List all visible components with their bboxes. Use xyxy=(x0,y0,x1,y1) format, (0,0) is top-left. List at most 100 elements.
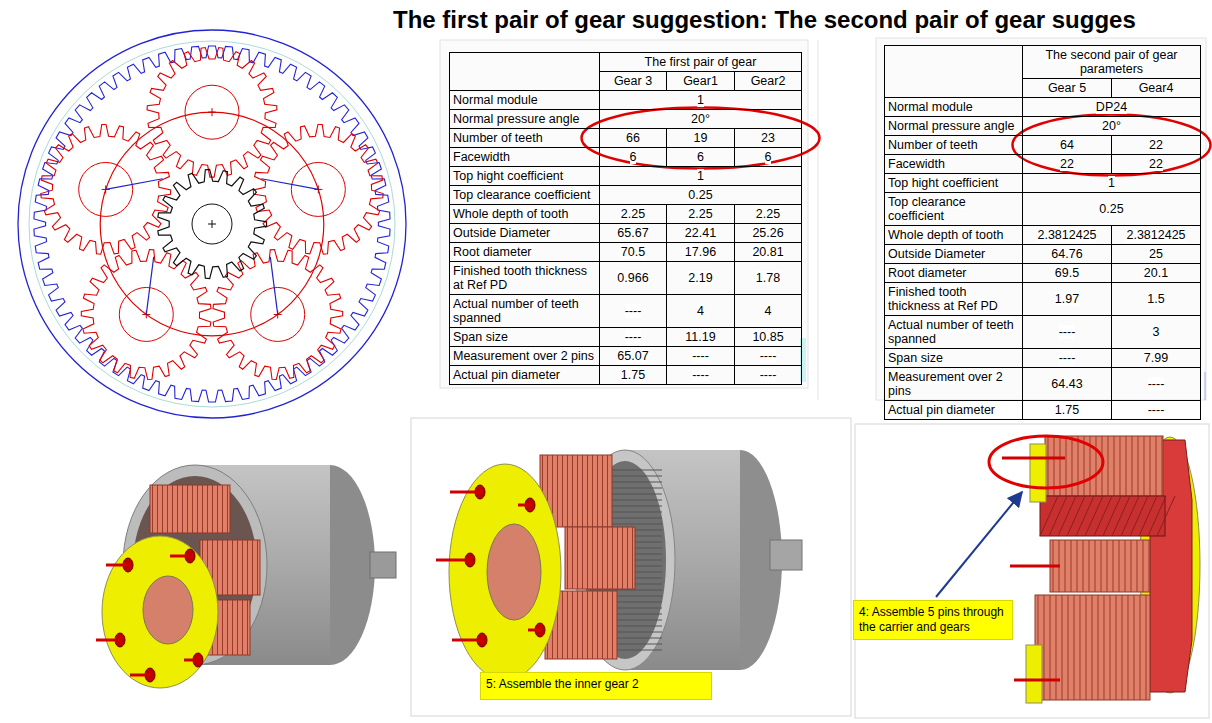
table-cell: Actual pin diameter xyxy=(450,366,600,385)
table-text: 22 xyxy=(1149,157,1163,171)
table-cell: 1 xyxy=(1023,174,1201,193)
gear-tooth xyxy=(1114,436,1115,496)
pins xyxy=(1002,458,1065,680)
gear-tooth xyxy=(577,455,578,527)
assembly-render xyxy=(936,436,1200,703)
table-cell: Whole depth of tooth xyxy=(885,226,1023,245)
gear-tooth xyxy=(1108,436,1109,496)
planet-teeth xyxy=(41,124,171,254)
table-cell: 69.5 xyxy=(1023,264,1112,283)
construction-line xyxy=(261,179,318,190)
table-cell: 64.43 xyxy=(1023,368,1112,401)
table-cell xyxy=(885,46,1023,98)
sun-bore xyxy=(192,204,232,244)
table-cell: 22 xyxy=(1112,136,1201,155)
table-cell: ---- xyxy=(735,366,802,385)
gear-tooth xyxy=(567,527,568,589)
gear-tooth xyxy=(167,485,168,533)
pin xyxy=(518,504,530,507)
gear-tooth xyxy=(557,455,558,527)
table-cell: Normal module xyxy=(450,91,600,110)
table-text: 1.5 xyxy=(1147,292,1164,306)
table-text: 1.75 xyxy=(1055,403,1079,417)
carrier-plate xyxy=(449,464,561,680)
table-text: Normal pressure angle xyxy=(453,112,579,126)
panel-divider xyxy=(1205,372,1206,400)
table-text: The second pair of gear parameters xyxy=(1045,48,1177,76)
table-cell: Measurement over 2 pins xyxy=(885,368,1023,401)
table-text: 23 xyxy=(761,131,775,145)
hatch-line xyxy=(1094,496,1112,536)
page-title: The first pair of gear suggestion: The s… xyxy=(393,6,1136,34)
table-cell: Top clearance coefficient xyxy=(885,193,1023,226)
table-cell: 1 xyxy=(600,167,802,186)
pin xyxy=(436,559,470,562)
table-text: 0.966 xyxy=(617,271,648,285)
table-cell: Actual number of teeth spanned xyxy=(885,316,1023,349)
parameter-table: The first pair of gearGear 3 Gear1 Gear2No… xyxy=(449,52,802,385)
gear-tooth xyxy=(172,485,173,533)
sun-gear xyxy=(158,169,267,278)
gear-tooth xyxy=(622,527,623,589)
hatch-line xyxy=(1049,496,1067,536)
table-text: Facewidth xyxy=(453,150,510,164)
gear-tooth xyxy=(1126,436,1127,496)
table-text: 7.99 xyxy=(1144,351,1168,365)
table-text: 20° xyxy=(691,112,710,126)
construction-line xyxy=(106,179,163,190)
table-cell: 6 xyxy=(600,148,667,167)
table-cell: 22 xyxy=(1023,155,1112,174)
table-text: Gear 3 xyxy=(614,74,652,88)
gear-tooth xyxy=(237,600,238,655)
table-text: 25.26 xyxy=(752,226,783,240)
gear-tooth xyxy=(1065,540,1066,592)
gear-body xyxy=(150,485,230,533)
carrier-plate xyxy=(1026,645,1042,703)
table-cell: Gear2 xyxy=(735,72,802,91)
gear-block xyxy=(1050,540,1150,592)
table-cell: ---- xyxy=(600,295,667,328)
table-text: Normal pressure angle xyxy=(888,119,1014,133)
table-cell: 11.19 xyxy=(667,328,735,347)
table-text: DP24 xyxy=(1096,100,1127,114)
table-cell: Finished tooth thickness at Ref PD xyxy=(450,262,600,295)
planet-teeth xyxy=(253,124,383,254)
gear-tooth xyxy=(242,540,243,595)
table-text: Gear4 xyxy=(1139,81,1174,95)
table-cell: 20.1 xyxy=(1112,264,1201,283)
gear-tooth xyxy=(1072,436,1073,496)
planet-gear xyxy=(147,48,277,178)
gear-tooth xyxy=(1132,436,1133,496)
hatch-line xyxy=(1157,496,1175,536)
table-text: Finished tooth thickness at Ref PD xyxy=(888,285,998,313)
table-text: Span size xyxy=(453,330,508,344)
gear-tooth xyxy=(1098,595,1099,700)
table-cell: Number of teeth xyxy=(450,129,600,148)
assembly-render xyxy=(96,465,396,688)
carrier-circle xyxy=(100,112,324,336)
planet-teeth xyxy=(147,48,277,178)
table-row: Actual number of teeth spanned----3 xyxy=(885,316,1201,349)
table-row: Actual pin diameter1.75---- xyxy=(885,401,1201,420)
table-text: Outside Diameter xyxy=(453,226,550,240)
gear-tooth xyxy=(597,527,598,589)
planet-bore xyxy=(185,85,239,139)
table-cell: ---- xyxy=(1023,316,1112,349)
table-text: 25 xyxy=(1149,247,1163,261)
table-text: Gear2 xyxy=(751,74,786,88)
gear-tooth xyxy=(227,540,228,595)
table-cell: Gear1 xyxy=(667,72,735,91)
hatch-line xyxy=(1067,496,1085,536)
gear-tooth xyxy=(612,527,613,589)
table-row: Normal pressure angle 20° xyxy=(450,110,802,129)
center-mark xyxy=(208,220,216,228)
table-text: The first pair of gear xyxy=(645,55,757,69)
gear-tooth xyxy=(602,591,603,659)
gear-tooth xyxy=(257,540,258,595)
gear-tooth xyxy=(1084,436,1085,496)
gear-stack xyxy=(1035,436,1163,700)
carrier-bar-section xyxy=(1040,496,1165,536)
table-text: Measurement over 2 pins xyxy=(453,349,594,363)
table-row: Measurement over 2 pins65.07-------- xyxy=(450,347,802,366)
table-cell: Span size xyxy=(885,349,1023,368)
